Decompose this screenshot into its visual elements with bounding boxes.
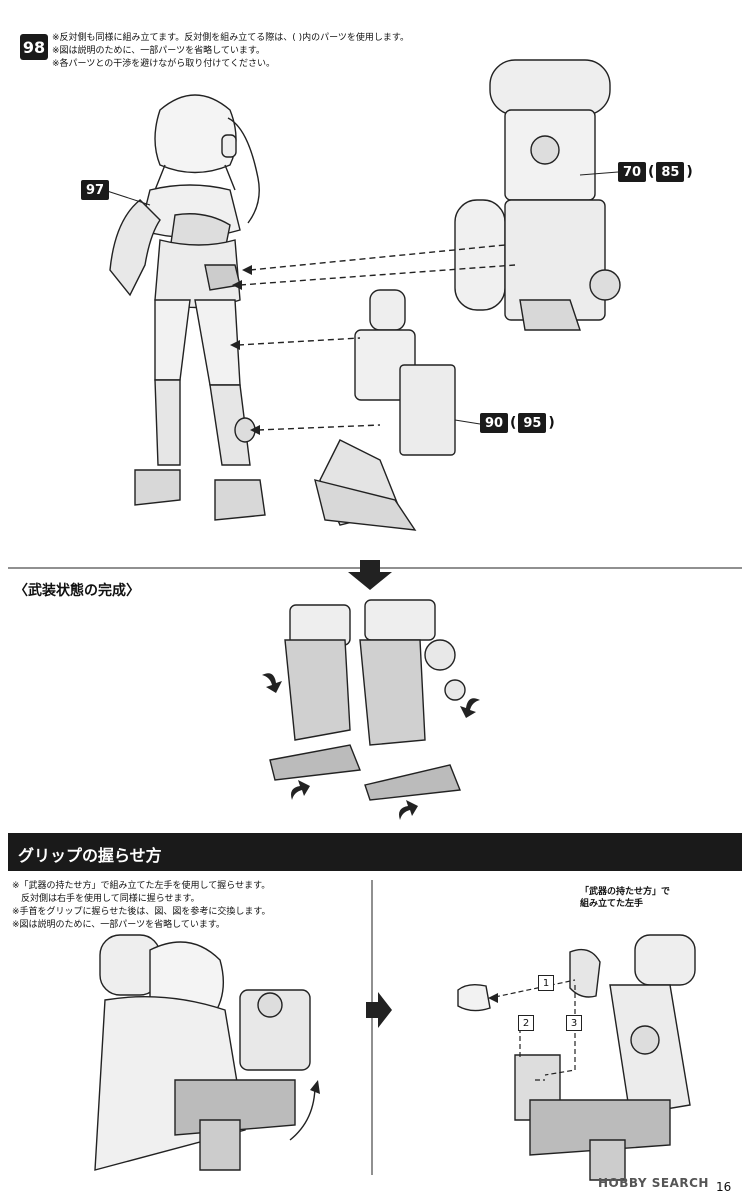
paren-open: ( <box>510 415 517 431</box>
leg-unit-illustration <box>314 289 456 531</box>
down-arrow-icon <box>348 560 392 590</box>
figure-97-illustration <box>109 94 266 521</box>
grip-left-illustration <box>94 934 316 1171</box>
callout-line: 「武器の持たせ方」で <box>580 887 671 897</box>
page-number: 16 <box>716 1180 732 1194</box>
assembly-line-3 <box>237 337 361 346</box>
grip-title: グリップの握らせ方 <box>18 846 162 865</box>
assembly-line-4 <box>257 424 381 431</box>
grip-callout: 「武器の持たせ方」で 組み立てた左手 <box>580 886 670 910</box>
step-number-badge: 98 <box>20 34 48 60</box>
grip-notes: ※「武器の持たせ方」で組み立てた左手を使用して握らせます。 反対側は右手を使用し… <box>12 880 270 932</box>
rotate-arrow-icon <box>262 673 282 693</box>
hand-part <box>457 983 491 1012</box>
grip-note: ※手首をグリップに握らせた後は、図、図を参考に交換します。 <box>12 907 271 917</box>
part-label-90: 90 <box>480 413 508 433</box>
completed-legs-illustration <box>269 599 466 801</box>
grip-note: ※「武器の持たせ方」で組み立てた左手を使用して握らせます。 <box>12 881 271 891</box>
assembly-line-2 <box>239 264 516 286</box>
grip-banner <box>8 833 742 871</box>
step-box-1: 1 <box>538 975 554 991</box>
assembly-line-1 <box>249 244 506 271</box>
step-note: ※各パーツとの干渉を避けながら取り付けてください。 <box>52 59 276 69</box>
right-arrow-icon <box>366 992 392 1028</box>
part-label-group-leg: 90 ( 95 ) <box>480 413 555 433</box>
paren-close: ) <box>548 415 555 431</box>
completed-heading: 〈武装状態の完成〉 <box>14 583 140 599</box>
rotate-arrow-icon <box>291 780 310 800</box>
rotate-arrow-icon <box>460 698 480 718</box>
grip-right-illustration <box>457 934 696 1181</box>
part-label-85: 85 <box>656 162 685 182</box>
part-label-97: 97 <box>81 180 109 200</box>
part-label-95: 95 <box>518 413 547 433</box>
watermark: HOBBY SEARCH <box>598 1176 709 1190</box>
rotate-arrow-icon <box>399 800 418 820</box>
left-hand-part <box>569 948 601 998</box>
upper-unit-illustration <box>454 59 621 331</box>
grip-note: 反対側は右手を使用して同様に握らせます。 <box>12 894 200 904</box>
callout-line: 組み立てた左手 <box>580 899 644 909</box>
grip-note: ※図は説明のために、一部パーツを省略しています。 <box>12 920 225 930</box>
paren-open: ( <box>648 164 655 180</box>
step-box-3: 3 <box>566 1015 582 1031</box>
part-label-70: 70 <box>618 162 646 182</box>
paren-close: ) <box>686 164 693 180</box>
step-box-2: 2 <box>518 1015 534 1031</box>
step-notes: ※反対側も同様に組み立てます。反対側を組み立てる際は、( )内のパーツを使用しま… <box>52 32 409 71</box>
part-label-group-upper: 70 ( 85 ) <box>618 162 693 182</box>
step-note: ※反対側も同様に組み立てます。反対側を組み立てる際は、( )内のパーツを使用しま… <box>52 33 409 43</box>
step-note: ※図は説明のために、一部パーツを省略しています。 <box>52 46 265 56</box>
